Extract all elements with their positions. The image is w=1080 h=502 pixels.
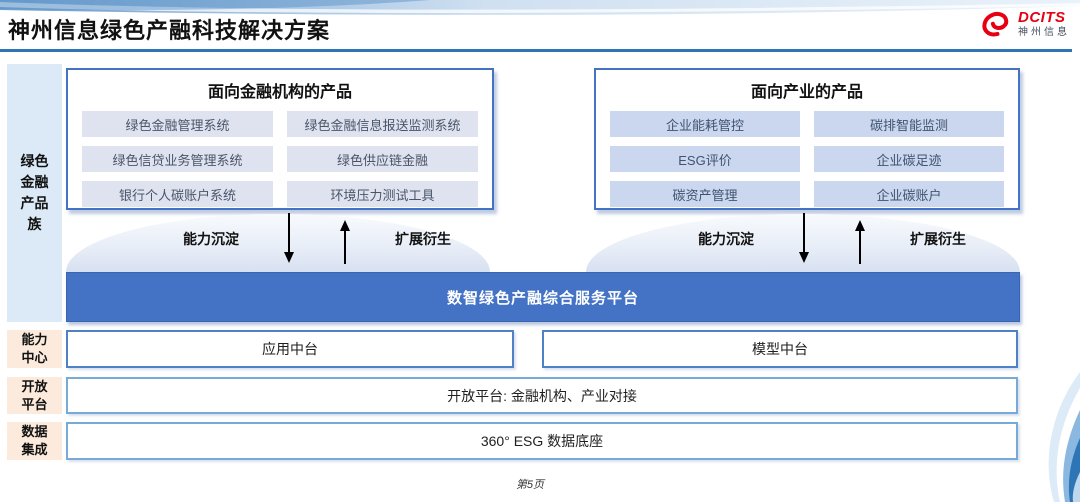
product-pill: 企业碳账户 <box>814 181 1004 207</box>
dcits-logo: DCITS 神州信息 <box>979 9 1070 39</box>
sidebar-label: 能力中心 <box>21 332 48 365</box>
sidebar-label: 绿色金融产品族 <box>20 153 49 232</box>
up-arrow-icon <box>340 220 350 264</box>
top-swoosh-decoration <box>0 0 1080 15</box>
product-pill: 绿色信贷业务管理系统 <box>82 146 273 172</box>
arrow-group-financial: 能力沉淀 扩展衍生 <box>183 212 451 266</box>
sidebar-label: 数据集成 <box>21 424 48 457</box>
sidebar-item-capability-center: 能力中心 <box>7 330 62 368</box>
dome-decoration-left <box>66 214 490 272</box>
esg-data-base-box: 360° ESG 数据底座 <box>66 422 1018 460</box>
page-title: 神州信息绿色产融科技解决方案 <box>8 18 331 43</box>
sidebar-item-data-integration: 数据集成 <box>7 422 62 460</box>
product-pill: 碳资产管理 <box>610 181 800 207</box>
capability-sink-label: 能力沉淀 <box>698 231 754 247</box>
open-platform-label: 开放平台: 金融机构、产业对接 <box>447 387 637 404</box>
logo-brand: DCITS <box>1018 9 1066 27</box>
product-pill: ESG评价 <box>610 146 800 172</box>
expand-derive-label: 扩展衍生 <box>910 231 966 247</box>
dcits-swirl-icon <box>982 11 1009 37</box>
product-pill: 企业碳足迹 <box>814 146 1004 172</box>
product-pill-grid: 企业能耗管控 碳排智能监测 ESG评价 企业碳足迹 碳资产管理 企业碳账户 <box>610 111 1004 207</box>
platform-bar-label: 数智绿色产融综合服务平台 <box>446 289 639 307</box>
product-box-financial: 面向金融机构的产品 绿色金融管理系统 绿色金融信息报送监测系统 绿色信贷业务管理… <box>66 68 494 210</box>
sidebar-item-product-family: 绿色金融产品族 <box>7 64 62 322</box>
down-arrow-icon <box>799 213 809 263</box>
model-middle-platform-box: 模型中台 <box>542 330 1018 368</box>
logo-brand-cn: 神州信息 <box>1018 26 1070 38</box>
product-box-title: 面向产业的产品 <box>750 84 863 101</box>
product-pill: 银行个人碳账户系统 <box>82 181 273 207</box>
header-divider <box>0 49 1072 52</box>
product-box-title: 面向金融机构的产品 <box>207 84 352 101</box>
up-arrow-icon <box>855 220 865 264</box>
model-middle-platform-label: 模型中台 <box>752 341 808 357</box>
product-pill: 绿色供应链金融 <box>287 146 478 172</box>
expand-derive-label: 扩展衍生 <box>395 231 451 247</box>
down-arrow-icon <box>284 213 294 263</box>
corner-swoosh-decoration <box>1048 372 1080 502</box>
app-middle-platform-label: 应用中台 <box>262 341 318 357</box>
app-middle-platform-box: 应用中台 <box>66 330 514 368</box>
product-pill: 绿色金融信息报送监测系统 <box>287 111 478 137</box>
product-pill: 环境压力测试工具 <box>287 181 478 207</box>
product-box-industry: 面向产业的产品 企业能耗管控 碳排智能监测 ESG评价 企业碳足迹 碳资产管理 … <box>594 68 1020 210</box>
product-pill: 碳排智能监测 <box>814 111 1004 137</box>
sidebar-label: 开放平台 <box>21 378 48 412</box>
esg-data-base-label: 360° ESG 数据底座 <box>480 433 604 449</box>
platform-bar: 数智绿色产融综合服务平台 <box>66 272 1020 322</box>
arrow-group-industry: 能力沉淀 扩展衍生 <box>698 212 966 266</box>
sidebar-item-open-platform: 开放平台 <box>7 377 62 414</box>
product-pill-grid: 绿色金融管理系统 绿色金融信息报送监测系统 绿色信贷业务管理系统 绿色供应链金融… <box>82 111 478 207</box>
product-pill: 企业能耗管控 <box>610 111 800 137</box>
capability-sink-label: 能力沉淀 <box>183 231 239 247</box>
product-pill: 绿色金融管理系统 <box>82 111 273 137</box>
page-number: 第5页 <box>515 479 545 491</box>
logo-text: DCITS 神州信息 <box>1018 10 1070 38</box>
open-platform-box: 开放平台: 金融机构、产业对接 <box>66 377 1018 414</box>
